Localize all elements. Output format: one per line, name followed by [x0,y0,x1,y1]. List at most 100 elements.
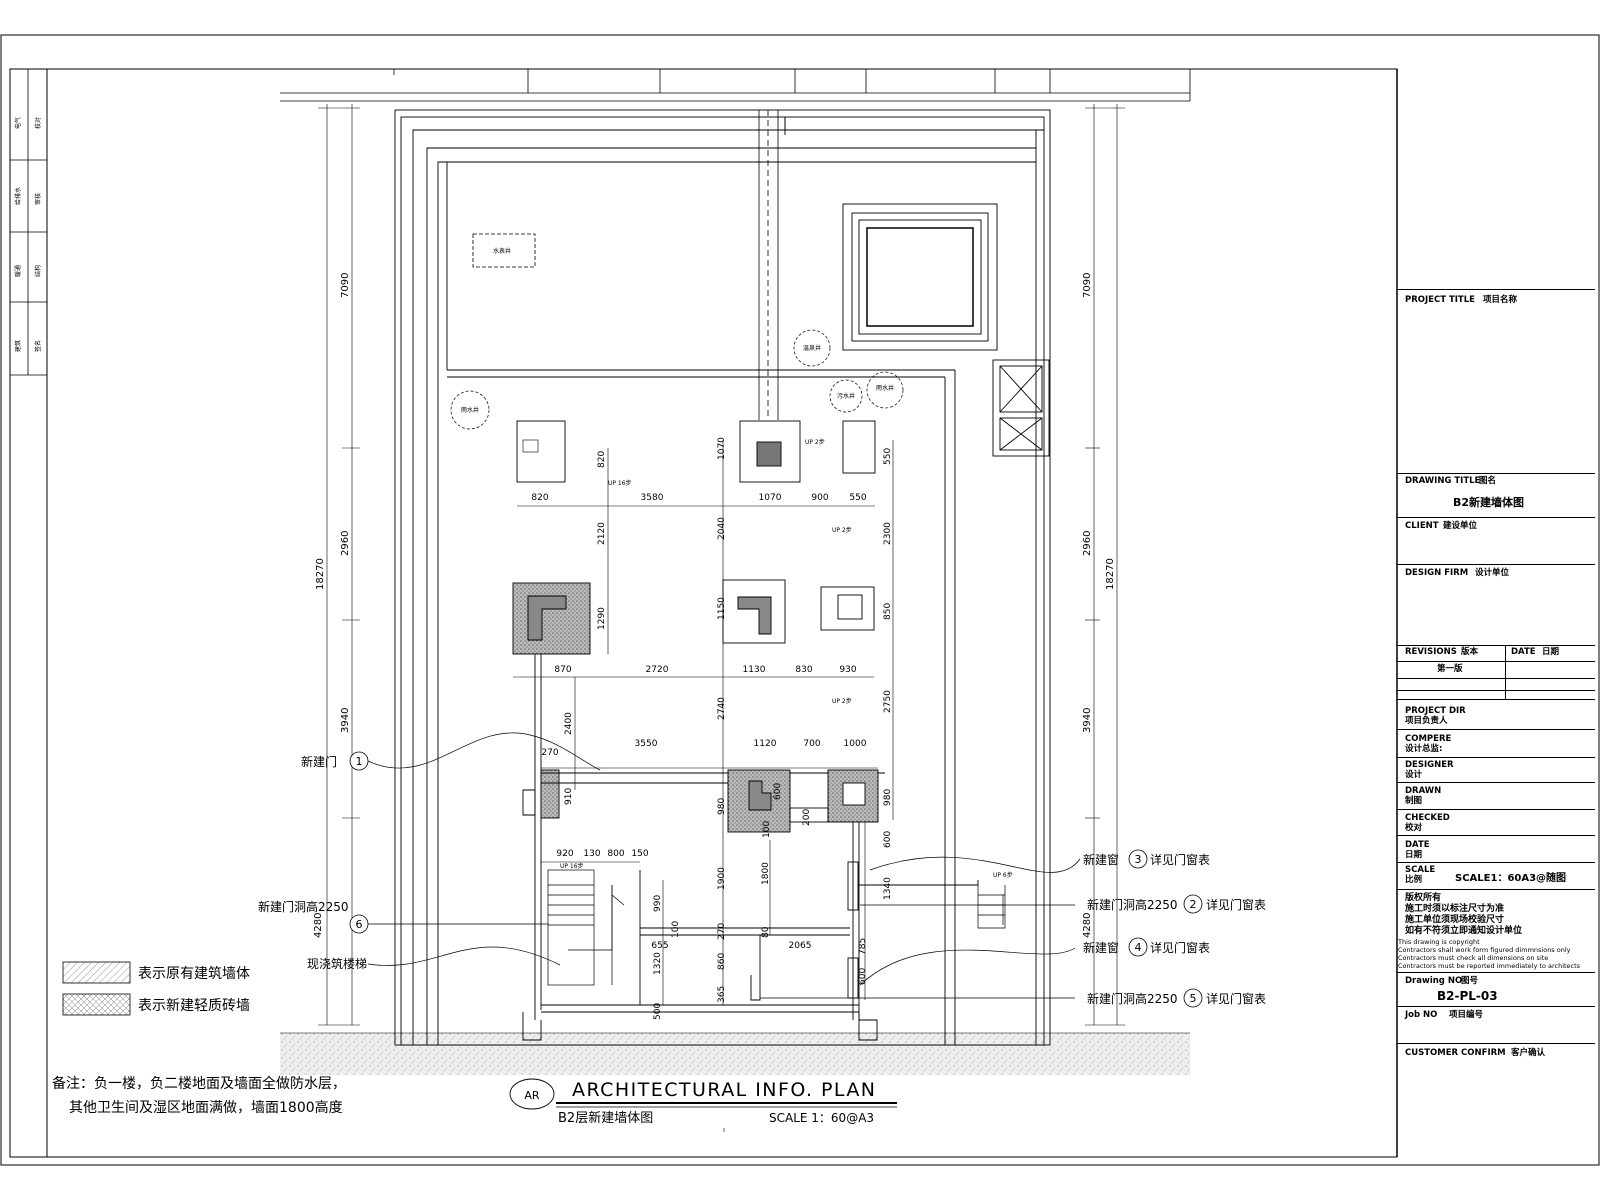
tb-divider [1397,782,1595,783]
date-cn: 日期 [1542,647,1560,657]
wells [450,329,904,430]
designer-cn: 设计 [1405,770,1423,780]
misc-hdims: 655 2065 [651,941,811,951]
checked-cn: 校对 [1405,823,1423,833]
dim-label: 3940 [340,708,351,733]
legend-new-swatch [62,993,131,1016]
dims-right: 7090 2960 3940 4280 18270 [1082,273,1116,938]
up-label: UP 16步 [560,862,584,870]
project-title-label: PROJECT TITLE [1405,295,1475,305]
dim-label: 600 [858,968,868,985]
revisions-cn: 版本 [1461,647,1479,657]
legend-new-label: 表示新建轻质砖墙 [138,998,250,1014]
dim-label: 2300 [883,522,893,545]
dim-label: 1070 [759,493,782,503]
row1-dims: 820 3580 1070 900 550 [531,493,866,503]
sidebar-cell: 校对 [34,117,42,129]
copyright-cn: 施工时须以标注尺寸为准 [1405,904,1505,914]
tb-divider [1505,645,1506,699]
tb-divider [1397,661,1595,662]
water-meter-box [472,233,536,268]
callout-circles [349,751,1203,1008]
drawing-no-cn: 图号 [1461,976,1479,986]
plan-scale: SCALE 1：60@A3 [769,1111,874,1125]
up-label: UP 2步 [832,526,852,534]
dim-label: 900 [811,493,828,503]
revision-1: 第一版 [1437,664,1463,674]
title-block: PROJECT TITLE 项目名称 DRAWING TITLE 图名 B2新建… [1397,69,1595,1157]
dim-label: 1150 [717,597,727,620]
dim-label: 930 [839,665,856,675]
copyright-en: Contractors must check all dimensions on… [1398,954,1549,962]
callout-number: 5 [1190,992,1197,1005]
vertical-dims: 820 2120 1290 2400 910 1070 2040 1150 27… [564,437,893,1020]
tb-divider [1397,862,1595,863]
dim-label: 1290 [597,607,607,630]
top-boundary [280,68,1191,102]
dim-label: 1070 [717,437,727,460]
dim-strings [513,440,894,1005]
dim-label: 870 [554,665,571,675]
new-door-opening-callout: 新建门洞高2250 [258,899,349,914]
sidebar-cell: 暖通 [14,265,22,277]
callout-ref: 详见门窗表 [1150,852,1210,867]
dim-label: 920 [556,849,573,859]
dim-label: 980 [883,789,893,806]
dim-label: 800 [607,849,624,859]
project-title-cn: 项目名称 [1483,295,1518,305]
callout-number: 3 [1135,853,1142,866]
tb-divider [1397,972,1595,973]
scale-value: SCALE1：60A3@随图 [1455,873,1567,884]
rain-well-label: 雨水井 [461,406,479,414]
revisions-label: REVISIONS [1405,647,1457,657]
sidebar-cell: 建筑 [14,340,22,352]
legend-existing-label: 表示原有建筑墙体 [138,966,250,982]
dim-label: 2400 [564,712,574,735]
tb-divider [1397,564,1595,565]
dim-label: 820 [597,451,607,468]
customer-confirm-label: CUSTOMER CONFIRM [1405,1048,1506,1058]
dim-label: 270 [541,748,558,758]
dim-label: 600 [883,831,893,848]
copyright-cn: 如有不符须立即通知设计单位 [1405,926,1523,936]
row4-dims: 920 130 800 150 [556,849,648,859]
legend-existing-swatch [62,961,131,984]
date2-cn: 日期 [1405,850,1423,860]
tb-divider [1397,757,1595,758]
copyright-en: Contractors must be reported immediately… [1398,962,1581,970]
row3-dims: 270 3550 1120 700 1000 [541,739,866,758]
project-dir-cn: 项目负责人 [1405,716,1448,726]
plan-subtitle: B2层新建墙体图 [558,1110,653,1126]
dim-label: 100 [671,921,681,938]
client-cn: 建设单位 [1443,521,1478,531]
dim-label: 7090 [340,273,351,298]
new-window-callout: 新建窗 [1083,940,1119,955]
date2-label: DATE [1405,840,1430,850]
dim-label: 2960 [1082,531,1093,556]
tb-divider [1397,289,1595,290]
customer-confirm-cn: 客户确认 [1511,1048,1546,1058]
project-dir-label: PROJECT DIR [1405,706,1466,716]
dim-label: 365 [717,986,727,1003]
copyright-en: Contractors shall work form figured dimm… [1398,946,1571,954]
plan-title: ARCHITECTURAL INFO. PLAN [572,1079,875,1101]
tb-divider [1397,835,1595,836]
dim-label: 7090 [1082,273,1093,298]
dim-label: 820 [531,493,548,503]
dim-label: 2040 [717,517,727,540]
callouts-right: 新建窗 3 详见门窗表 新建门洞高2250 2 详见门窗表 新建窗 4 详见门窗… [1083,852,1266,1006]
drawing-no-label: Drawing NO [1405,976,1463,986]
callout-number: 6 [356,918,363,931]
callout-number: 1 [356,755,363,768]
dim-label: 655 [651,941,668,951]
dim-label: 4280 [313,913,324,938]
date-label: DATE [1511,647,1536,657]
sewage-well-label: 污水井 [837,392,855,400]
central-duct [758,110,779,420]
dim-label: 850 [883,603,893,620]
dim-label: 600 [773,783,783,800]
callouts-left: 新建门 1 新建门洞高2250 6 现浇筑楼梯 [258,754,367,971]
signature-strip [10,69,47,376]
ar-badge: AR [524,1089,540,1102]
